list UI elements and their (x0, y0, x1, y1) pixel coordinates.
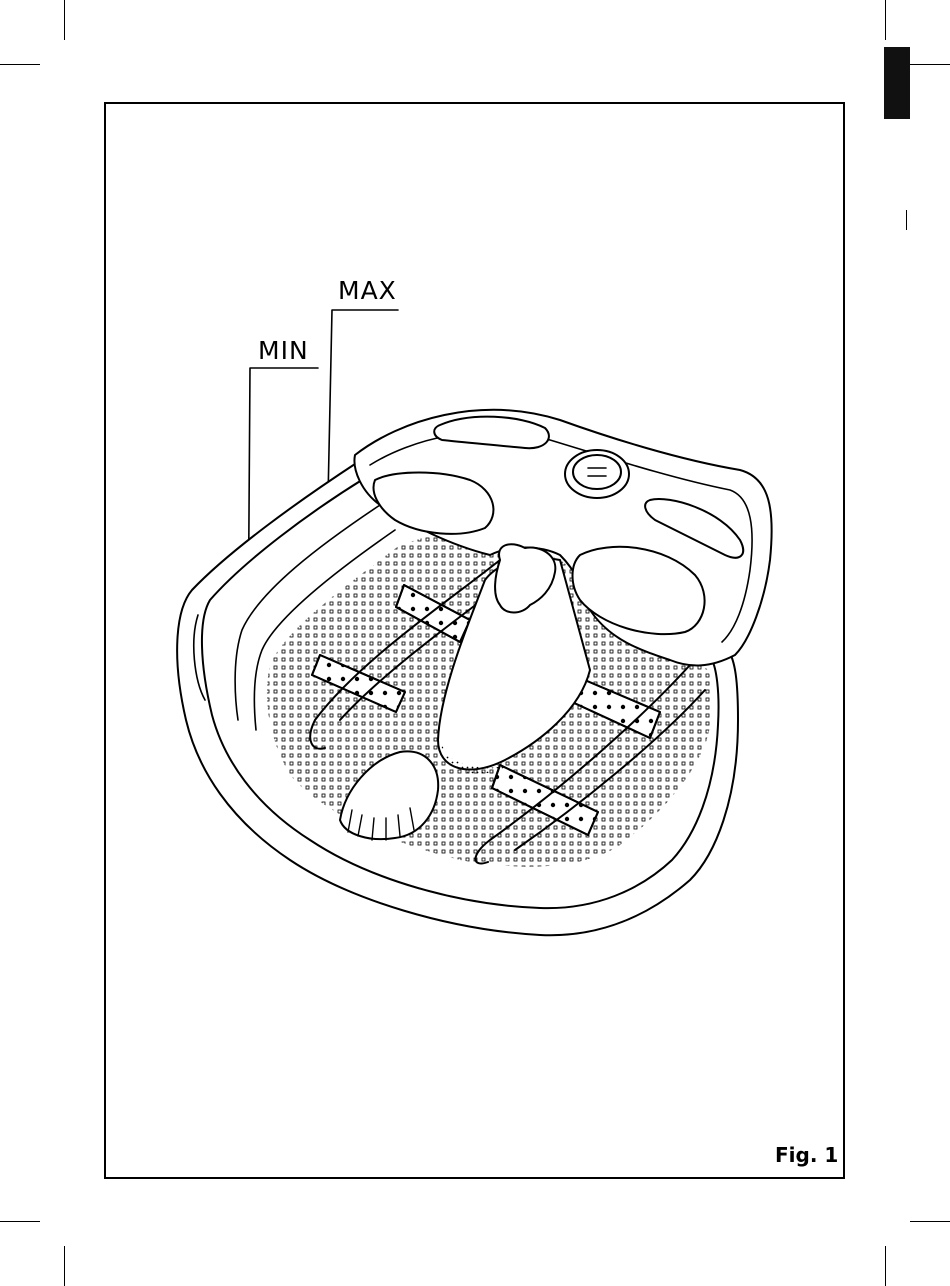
figure-caption: Fig. 1 (775, 1143, 838, 1167)
control-knob-icon (565, 450, 629, 498)
min-level-label: MIN (258, 336, 309, 365)
max-level-label: MAX (338, 276, 397, 305)
